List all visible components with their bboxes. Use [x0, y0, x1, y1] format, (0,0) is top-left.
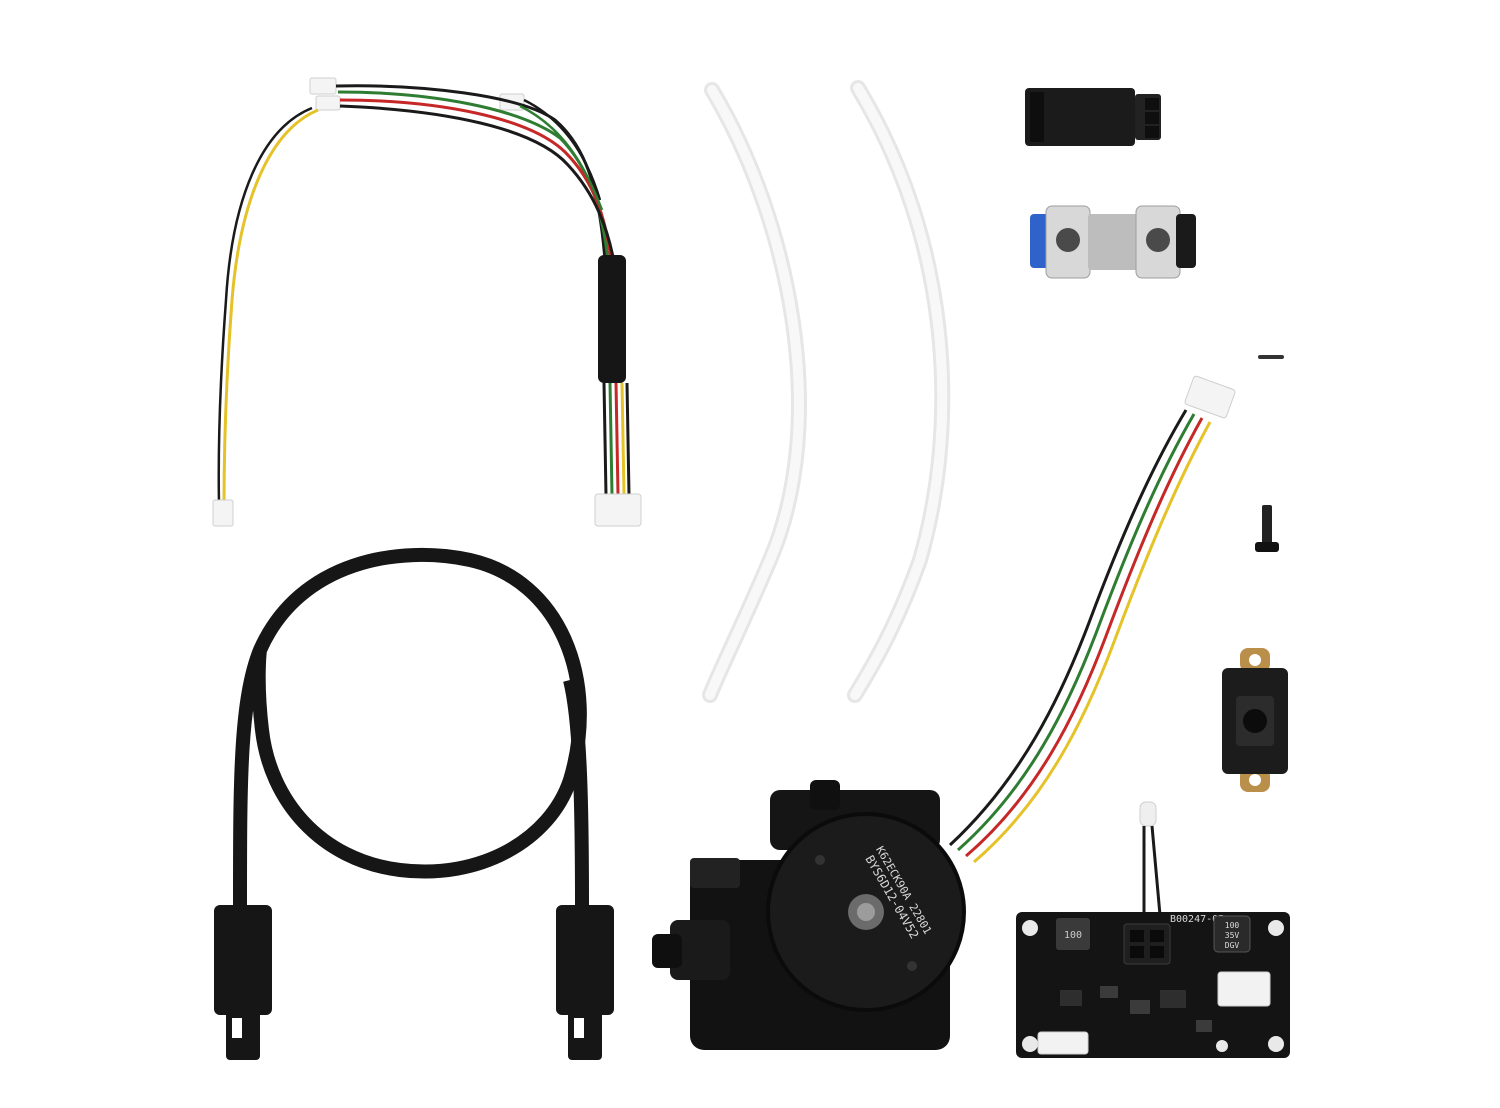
harness-connector-right — [594, 493, 642, 527]
harness-heatshrink — [598, 255, 626, 383]
harness-connector-top-2 — [315, 95, 341, 111]
harness-connector-left — [212, 499, 234, 527]
loop-cable-connector-left — [214, 905, 272, 1015]
cap-line3: DGV — [1225, 941, 1240, 950]
screw — [1255, 505, 1279, 552]
black-connector-block — [1025, 88, 1161, 146]
small-washer — [1258, 355, 1284, 359]
pcb-board-id: B00247-05 — [1170, 914, 1224, 925]
button-module — [1222, 648, 1288, 792]
cap-line2: 35V — [1225, 931, 1240, 940]
loop-cable — [214, 547, 614, 1060]
extruder-motor-assembly: BYS6D12-04V52 K62ECK90A 22801 — [652, 780, 966, 1050]
ptfe-tube-right — [847, 80, 951, 703]
control-board-pcb: 100 B00247-05 100 35V DGV — [1016, 801, 1290, 1058]
pneumatic-coupler — [1030, 205, 1196, 279]
sensor-cable — [948, 375, 1236, 864]
cap-line1: 100 — [1225, 921, 1240, 930]
harness-connector-top-1 — [309, 77, 337, 95]
sensor-cable-connector — [1184, 375, 1236, 419]
loop-cable-connector-right — [556, 905, 614, 1015]
ptfe-tube-left — [702, 82, 807, 703]
inductor-code: 100 — [1064, 930, 1082, 941]
wiring-harness — [212, 77, 642, 527]
